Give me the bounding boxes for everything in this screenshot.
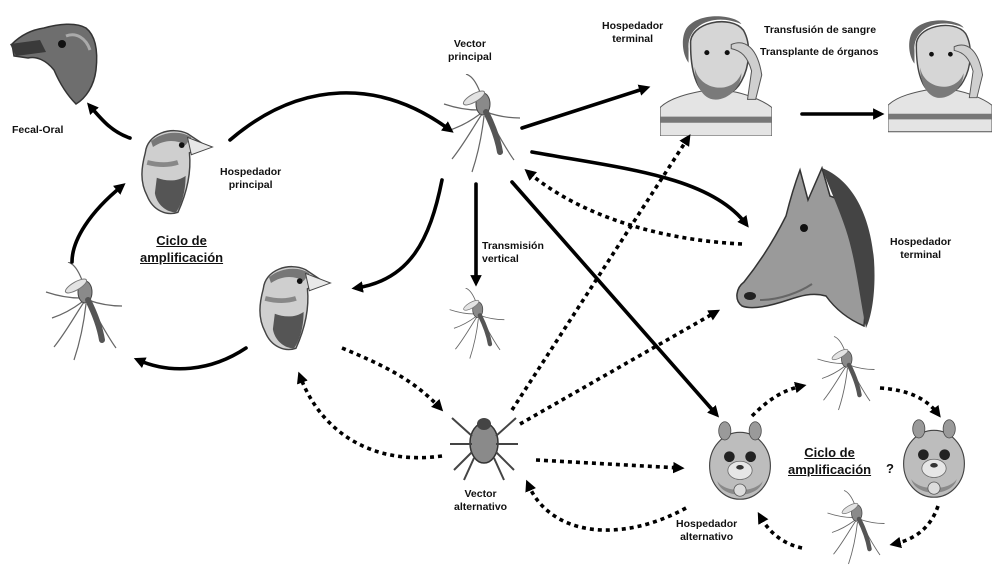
arrow-squirrel-to-mosquito-2 — [894, 506, 938, 544]
label-ciclo-amplificacion-alt: Ciclo de amplificación — [788, 444, 871, 478]
arrow-finch-to-crow — [90, 106, 130, 138]
label-vector-principal: Vector principal — [448, 38, 492, 64]
arrow-squirrel-to-tick — [528, 484, 686, 530]
arrow-finch-to-vector — [230, 93, 450, 140]
arrow-tick-to-horse — [520, 312, 716, 424]
arrow-mosquito-to-finch — [72, 186, 122, 262]
human-icon — [888, 20, 992, 131]
mosquito-icon — [46, 262, 122, 360]
crow-icon — [10, 24, 97, 104]
human-icon — [660, 16, 772, 136]
label-transfusion: Transfusión de sangre — [764, 24, 876, 37]
arrow-squirrel-to-mosquito — [752, 386, 802, 416]
arrow-finch-to-tick — [342, 348, 440, 408]
mosquito-icon — [450, 288, 505, 359]
mosquito-icon — [444, 74, 520, 172]
arrow-tick-to-squirrel — [536, 460, 680, 468]
label-question-mark: ? — [886, 461, 894, 476]
mosquito-icon — [828, 491, 885, 565]
label-ciclo-amplificacion-main: Ciclo de amplificación — [140, 232, 223, 266]
label-transplante: Transplante de órganos — [760, 46, 878, 59]
horse-icon — [737, 168, 875, 328]
arrow-finch-to-mosquito — [138, 348, 246, 369]
arrow-vector-to-squirrel — [512, 182, 716, 414]
label-hospedador-principal: Hospedador principal — [220, 166, 281, 192]
label-vector-alternativo: Vector alternativo — [454, 488, 507, 514]
tick-icon — [450, 418, 518, 480]
arrow-mosquito-to-squirrel — [880, 388, 938, 414]
label-hospedador-alternativo: Hospedador alternativo — [676, 518, 737, 544]
finch-icon — [260, 267, 331, 350]
label-hospedador-terminal-horse: Hospedador terminal — [890, 236, 951, 262]
label-hospedador-terminal-human: Hospedador terminal — [602, 20, 663, 46]
arrow-horse-to-vector — [528, 172, 742, 244]
mosquito-icon — [818, 337, 875, 411]
label-fecal-oral: Fecal-Oral — [12, 124, 63, 137]
finch-icon — [142, 131, 213, 214]
arrow-vector-to-human — [522, 88, 646, 128]
label-transmision-vertical: Transmisión vertical — [482, 240, 544, 266]
arrow-vector-to-finch — [356, 180, 442, 288]
squirrel-icon — [904, 420, 965, 498]
squirrel-icon — [710, 422, 771, 500]
arrow-mosquito-to-squirrel-2 — [760, 516, 802, 548]
